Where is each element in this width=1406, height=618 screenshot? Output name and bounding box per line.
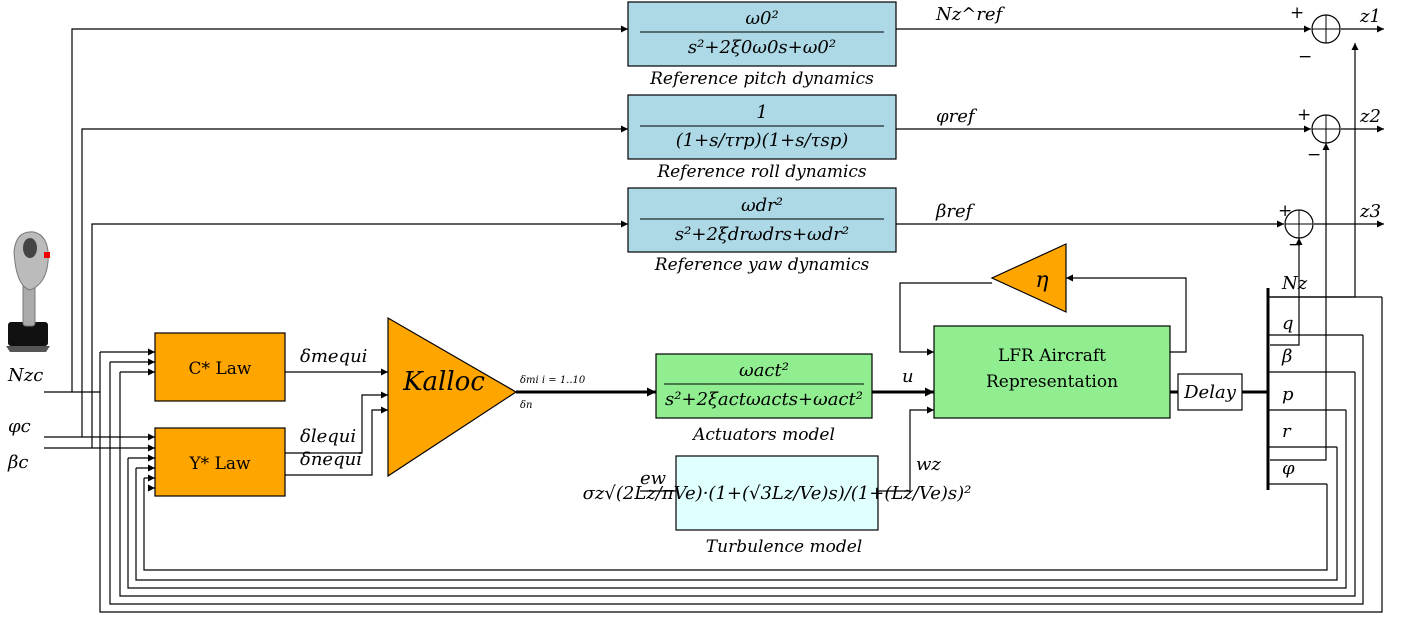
sum-junction-3 — [1284, 209, 1314, 239]
delay-label: Delay — [1183, 382, 1237, 403]
bus-label-r: r — [1282, 421, 1292, 442]
bus-label-p: p — [1282, 384, 1294, 405]
input-betac: βc — [7, 452, 29, 473]
label-dl-equi: δlequi — [300, 426, 356, 447]
ref-pitch-num: ω0² — [745, 8, 778, 29]
input-nzc: Nzc — [7, 365, 43, 386]
sum2-minus: − — [1307, 145, 1321, 165]
ref-roll-block: 1 (1+s/τrp)(1+s/τsp) — [627, 94, 897, 160]
eta-block: η — [990, 243, 1067, 313]
label-dn-equi: δnequi — [300, 449, 362, 470]
sum1-plus: + — [1290, 3, 1304, 23]
cstar-law-block: C* Law — [154, 332, 286, 402]
label-beta-ref: βref — [935, 201, 976, 222]
turbulence-tf: σz√(2Lz/πVe)·(1+(√3Lz/Ve)s)/(1+(Lz/Ve)s)… — [583, 483, 972, 504]
kalloc-block: Kalloc — [387, 316, 518, 478]
sum1-minus: − — [1298, 47, 1312, 67]
ref-pitch-den: s²+2ξ0ω0s+ω0² — [688, 37, 836, 58]
kalloc-label: Kalloc — [402, 367, 485, 397]
sum-junction-1 — [1311, 14, 1341, 44]
ref-roll-caption: Reference roll dynamics — [656, 162, 867, 182]
label-dn: δn — [520, 400, 532, 411]
label-wz: wz — [916, 454, 941, 475]
ystar-rect — [154, 427, 286, 497]
ref-roll-num: 1 — [756, 102, 767, 123]
sum2-plus: + — [1297, 105, 1311, 125]
label-z2: z2 — [1359, 106, 1381, 127]
command-input-wires — [44, 391, 100, 449]
cstar-label: C* Law — [189, 359, 252, 379]
bus-label-beta: β — [1281, 346, 1292, 367]
controller-output-wires — [285, 368, 388, 476]
ref-roll-rect — [627, 94, 897, 160]
kalloc-triangle — [387, 316, 518, 478]
ref-roll-den: (1+s/τrp)(1+s/τsp) — [676, 130, 849, 151]
label-z3: z3 — [1359, 201, 1381, 222]
bus-label-phi: φ — [1282, 458, 1295, 479]
ref-yaw-block: ωdr² s²+2ξdrωdrs+ωdr² — [627, 187, 897, 253]
label-dm-equi: δmequi — [300, 346, 367, 367]
sum-junction-2 — [1311, 114, 1341, 144]
sum3-minus: − — [1288, 235, 1302, 255]
label-phi-ref: φref — [936, 106, 978, 127]
ref-pitch-caption: Reference pitch dynamics — [649, 69, 874, 89]
aircraft-line2: Representation — [986, 372, 1118, 392]
ref-yaw-caption: Reference yaw dynamics — [654, 255, 870, 275]
sum3-plus: + — [1278, 201, 1292, 221]
eta-loop-wires — [899, 274, 1187, 356]
label-dmi: δmi i = 1..10 — [520, 375, 586, 386]
input-phic: φc — [8, 416, 31, 437]
ref-pitch-rect — [627, 1, 897, 67]
label-u: u — [902, 366, 914, 387]
turbulence-output-wire — [878, 406, 934, 492]
actuators-rect — [655, 353, 873, 419]
eta-triangle — [990, 243, 1067, 313]
turbulence-caption: Turbulence model — [706, 537, 862, 557]
label-nz-ref: Nz^ref — [935, 4, 1006, 25]
reference-input-wires — [71, 25, 628, 448]
bus-label-q: q — [1282, 313, 1294, 334]
cstar-rect — [154, 332, 286, 402]
eta-label: η — [1035, 268, 1048, 293]
actuators-num: ωact² — [739, 360, 789, 381]
label-z1: z1 — [1359, 6, 1381, 27]
aircraft-block: LFR Aircraft Representation — [933, 325, 1171, 419]
ref-pitch-block: ω0² s²+2ξ0ω0s+ω0² — [627, 1, 897, 67]
bus-label-nz: Nz — [1281, 273, 1308, 294]
aircraft-rect — [933, 325, 1171, 419]
ystar-law-block: Y* Law — [154, 427, 286, 497]
aircraft-line1: LFR Aircraft — [998, 346, 1106, 366]
feedback-loops — [99, 297, 1383, 613]
turbulence-rect — [675, 455, 879, 531]
actuators-den: s²+2ξactωacts+ωact² — [665, 389, 863, 410]
ref-yaw-rect — [627, 187, 897, 253]
label-ew: ew — [640, 468, 667, 489]
delay-block: Delay — [1177, 373, 1243, 411]
ystar-label: Y* Law — [188, 454, 251, 474]
turbulence-block: σz√(2Lz/πVe)·(1+(√3Lz/Ve)s)/(1+(Lz/Ve)s)… — [583, 455, 972, 531]
actuators-caption: Actuators model — [691, 425, 835, 445]
bus-separators — [1268, 296, 1382, 485]
actuators-block: ωact² s²+2ξactωacts+ωact² — [655, 353, 873, 419]
controller-input-wires — [99, 348, 155, 492]
ref-yaw-den: s²+2ξdrωdrs+ωdr² — [675, 224, 849, 245]
ref-yaw-num: ωdr² — [741, 195, 783, 216]
joystick-icon — [6, 231, 50, 352]
